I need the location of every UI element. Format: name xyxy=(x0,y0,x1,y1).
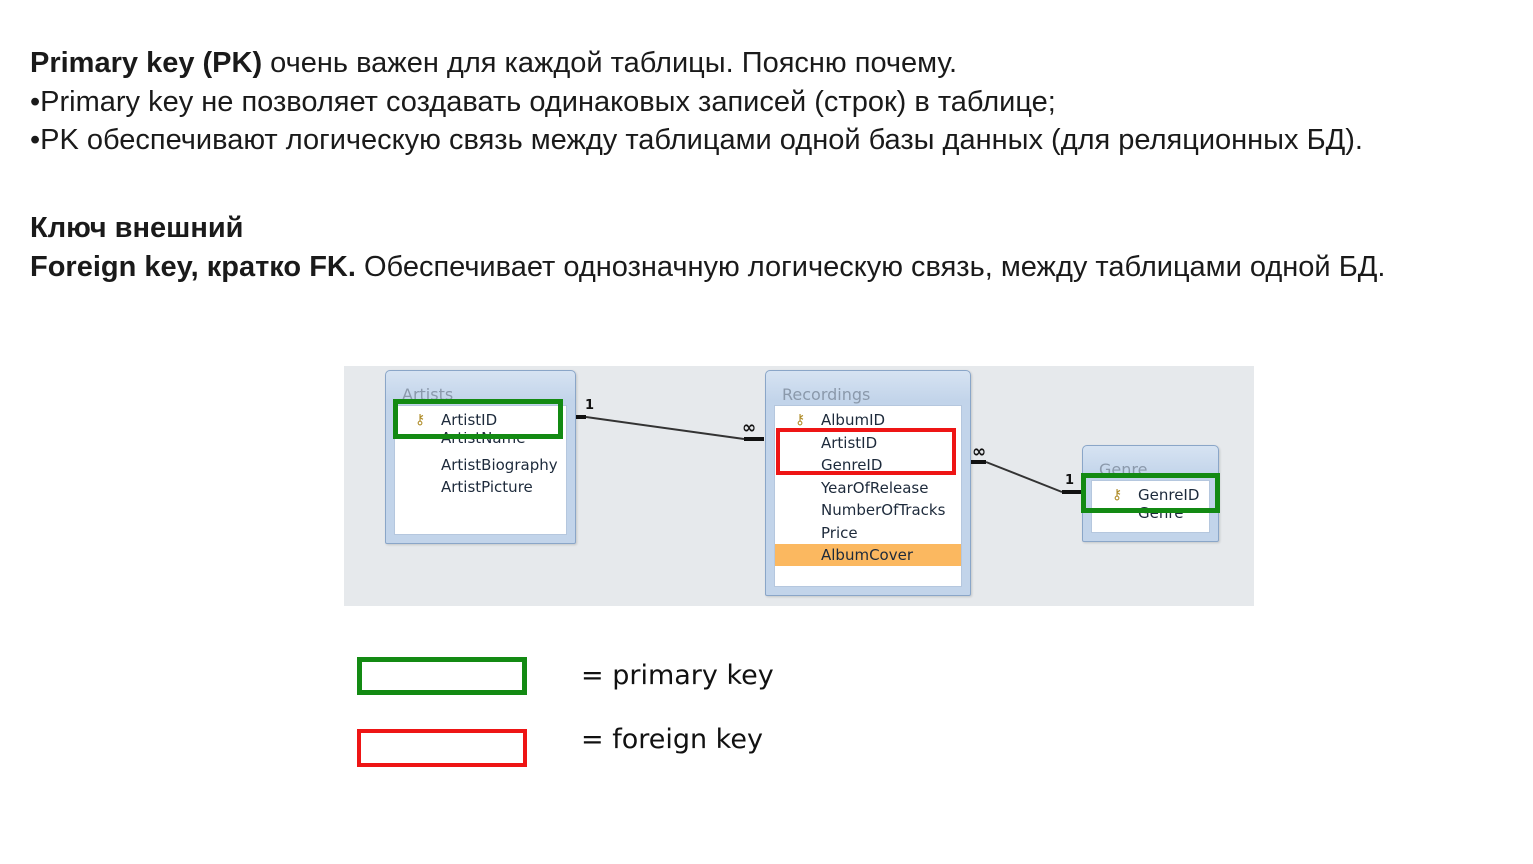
recordings-field-albumid[interactable]: ⚷ AlbumID xyxy=(775,409,961,431)
legend-primary-label: = primary key xyxy=(581,660,774,691)
field-label: ArtistID xyxy=(441,411,498,429)
relationship-lines xyxy=(566,415,1082,494)
rel-1-line xyxy=(585,416,745,440)
fk-term: Foreign key, кратко FK. xyxy=(30,250,356,283)
artists-field-artistbiography[interactable]: ArtistBiography xyxy=(395,454,566,476)
rel-1-one-label: 1 xyxy=(585,398,595,413)
artists-table-body: ⚷ ArtistID ArtistName ArtistBiography Ar… xyxy=(394,405,567,535)
relationship-diagram: 1 ∞ ∞ 1 Artists ⚷ ArtistID ArtistName Ar… xyxy=(344,366,1254,606)
genre-pk-highlight xyxy=(1081,473,1220,513)
rel-2-many-label: ∞ xyxy=(972,442,987,462)
pk-explanation: Primary key (PK) очень важен для каждой … xyxy=(30,44,1363,160)
rel-1-many-label: ∞ xyxy=(742,418,757,438)
recordings-field-albumcover[interactable]: AlbumCover xyxy=(775,544,961,566)
recordings-field-numberoftracks[interactable]: NumberOfTracks xyxy=(775,499,961,521)
field-label: ArtistID xyxy=(821,434,878,452)
field-label: Price xyxy=(821,524,858,542)
pk-line-3: •PK обеспечивают логическую связь между … xyxy=(30,124,1363,156)
pk-term: Primary key (PK) xyxy=(30,47,263,79)
key-icon: ⚷ xyxy=(415,412,426,428)
recordings-field-price[interactable]: Price xyxy=(775,522,961,544)
fk-heading: Ключ внешний xyxy=(30,212,244,244)
recordings-field-genreid[interactable]: GenreID xyxy=(775,454,961,476)
fk-explanation: Ключ внешний Foreign key, кратко FK. Обе… xyxy=(30,209,1385,286)
rel-2-one-label: 1 xyxy=(1065,473,1075,488)
pk-line-1: Primary key (PK) очень важен для каждой … xyxy=(30,44,1363,83)
pk-line-2: •Primary key не позволяет создавать один… xyxy=(30,85,1056,118)
artists-field-artistid[interactable]: ⚷ ArtistID xyxy=(395,409,566,431)
field-label: GenreID xyxy=(821,456,883,474)
field-label: AlbumCover xyxy=(821,546,913,564)
recordings-field-artistid[interactable]: ArtistID xyxy=(775,432,961,454)
rel-2-line xyxy=(985,461,1063,493)
legend-foreign-swatch xyxy=(357,729,527,767)
key-icon: ⚷ xyxy=(795,412,806,428)
field-label: YearOfRelease xyxy=(821,479,929,497)
recordings-fk-highlight xyxy=(776,428,956,475)
artists-table[interactable]: Artists ⚷ ArtistID ArtistName ArtistBiog… xyxy=(385,370,576,544)
field-label: ArtistBiography xyxy=(441,456,558,474)
fk-line-rest: Обеспечивает однозначную логическую связ… xyxy=(355,250,1386,283)
pk-line-1-rest: очень важен для каждой таблицы. Поясню п… xyxy=(262,47,958,79)
genre-field-genreid[interactable]: ⚷ GenreID xyxy=(1092,484,1209,506)
legend-primary-swatch xyxy=(357,657,527,695)
genre-table-body: ⚷ GenreID Genre xyxy=(1091,480,1210,533)
field-label: ArtistPicture xyxy=(441,478,533,496)
fk-line: Foreign key, кратко FK. Обеспечивает одн… xyxy=(30,248,1385,287)
artists-field-artistpicture[interactable]: ArtistPicture xyxy=(395,476,566,498)
field-label: GenreID xyxy=(1138,486,1200,504)
field-label: AlbumID xyxy=(821,411,886,429)
recordings-field-yearofrelease[interactable]: YearOfRelease xyxy=(775,477,961,499)
artists-pk-highlight xyxy=(393,399,563,439)
recordings-table-body: ⚷ AlbumID ArtistID GenreID YearOfRelease… xyxy=(774,405,962,587)
recordings-table[interactable]: Recordings ⚷ AlbumID ArtistID GenreID Ye… xyxy=(765,370,971,596)
key-icon: ⚷ xyxy=(1112,487,1123,503)
legend-foreign-label: = foreign key xyxy=(581,724,763,755)
genre-table[interactable]: Genre ⚷ GenreID Genre xyxy=(1082,445,1219,542)
recordings-table-title: Recordings xyxy=(782,385,871,404)
field-label: NumberOfTracks xyxy=(821,501,946,519)
